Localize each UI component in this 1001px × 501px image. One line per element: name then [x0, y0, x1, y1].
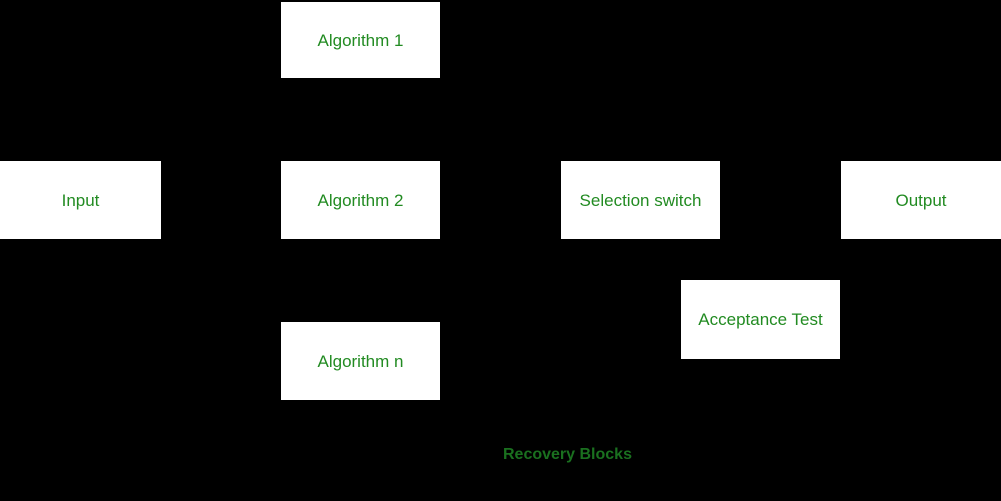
selection-switch-box: Selection switch [561, 161, 720, 239]
selection-switch-label: Selection switch [579, 190, 702, 210]
input-label: Input [61, 190, 100, 210]
diagram-caption: Recovery Blocks [503, 446, 632, 463]
algorithm-2-box: Algorithm 2 [281, 161, 440, 239]
algorithm-n-label: Algorithm n [317, 351, 404, 371]
acceptance-test-box: Acceptance Test [681, 280, 840, 359]
output-box: Output [841, 161, 1001, 239]
acceptance-test-label: Acceptance Test [698, 310, 823, 329]
algorithm-n-box: Algorithm n [281, 322, 440, 400]
algorithm-1-label: Algorithm 1 [317, 30, 404, 50]
input-box: Input [0, 161, 161, 239]
output-label: Output [895, 190, 947, 210]
algorithm-1-box: Algorithm 1 [281, 2, 440, 78]
algorithm-2-label: Algorithm 2 [317, 190, 404, 210]
